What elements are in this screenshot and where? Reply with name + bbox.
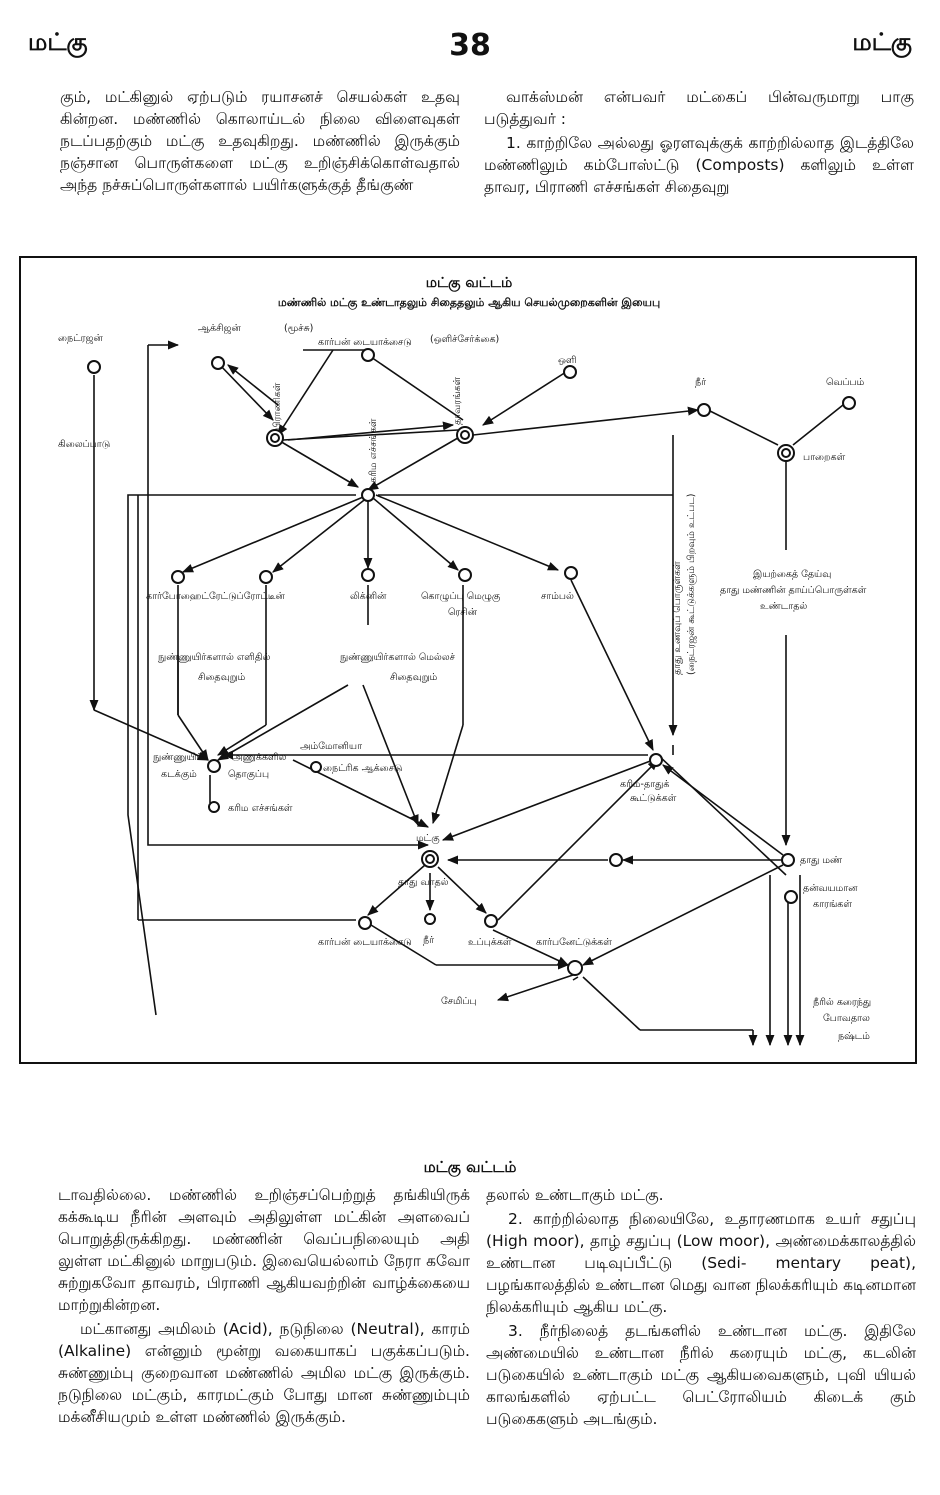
bottom-right-paragraph-2: 2. காற்றில்லாத நிலையிலே, உதாரணமாக உயர் ச… xyxy=(486,1210,916,1316)
label-mineral-decay: தாது வாதல் xyxy=(398,877,449,888)
label-photosynthesis: (ஒளிச்சேர்க்கை) xyxy=(430,334,499,345)
bottom-left-paragraph-2: மட்கானது அமிலம் (Acid), நடுநிலை (Neutral… xyxy=(58,1320,470,1426)
top-right-paragraph-1: வாக்ஸ்மன் என்பவர் மட்கைப் பின்வருமாறு பா… xyxy=(484,88,914,128)
label-humus: மட்கு xyxy=(416,833,440,845)
label-mineral-soil: தாது மண் xyxy=(800,855,843,866)
header-left-title: மட்கு xyxy=(28,28,88,56)
label-rocks: பாறைகள் xyxy=(803,452,846,463)
node-organic-remains-2 xyxy=(208,801,220,813)
node-animals-inner xyxy=(270,433,280,443)
label-storage: சேமிப்பு xyxy=(441,996,477,1007)
label-organic-remains: கரிம எச்சங்கள் xyxy=(368,418,379,483)
label-ash: சாம்பல் xyxy=(541,591,574,602)
diagram-frame xyxy=(19,256,917,1064)
node-heat xyxy=(842,396,856,410)
bottom-left-paragraph-1: டாவதில்லை. மண்ணில் உறிஞ்சப்பெற்றுத் தங்க… xyxy=(58,1186,470,1314)
diagram-caption: மட்கு வட்டம் xyxy=(423,1158,517,1176)
top-left-column: கும், மட்கினுல் ஏற்படும் ரயாசனச் செயல்கள… xyxy=(60,86,460,198)
label-animals: பிராணிகள் xyxy=(272,382,283,430)
label-co2-bottom: கார்பன் டையாக்சைடு xyxy=(318,937,412,948)
label-formation: உண்டாதல் xyxy=(760,601,807,612)
bottom-right-paragraph-1: தலால் உண்டாகும் மட்கு. xyxy=(486,1186,664,1204)
node-ash xyxy=(564,566,578,580)
node-salts xyxy=(484,914,498,928)
node-protein xyxy=(259,570,273,584)
label-co2-top: கார்பன் டையாக்சைடு xyxy=(318,337,412,348)
label-water-bottom: நீர் xyxy=(423,935,435,946)
label-natural-wear: இயற்கைத் தேய்வு xyxy=(753,569,831,580)
label-microbe-4: தொகுப்பு xyxy=(228,769,269,781)
page-number: 38 xyxy=(449,28,491,63)
label-decay-2: சிதைவுறும் xyxy=(390,672,438,683)
top-right-column: வாக்ஸ்மன் என்பவர் மட்கைப் பின்வருமாறு பா… xyxy=(484,86,914,200)
label-vertical-mineral: தாது உணவுப் பொருள்கள் xyxy=(672,561,683,675)
node-carbohydrates xyxy=(171,570,185,584)
node-oxygen xyxy=(211,356,225,370)
node-co2-bottom xyxy=(358,916,372,930)
node-organic-remains xyxy=(361,488,375,502)
label-loss-1: நீரில் கரைந்து xyxy=(813,997,871,1008)
label-microbes-1: நுண்ணுயிர்களால் எளிதில் xyxy=(158,652,271,663)
bottom-right-paragraph-3: 3. நீர்நிலைத் தடங்களில் உண்டான மட்கு. இத… xyxy=(486,1322,916,1428)
label-mineral-parent: தாது மண்ணின் தாய்ப்பொருள்கள் xyxy=(720,585,867,596)
label-loss-3: நஷ்டம் xyxy=(838,1031,870,1042)
label-carbonates: கார்பனேட்டுக்கள் xyxy=(536,937,612,948)
node-water-top xyxy=(697,403,711,417)
label-carbohydrates: கார்போஹைட்ரேட்டுப்ரோட்டீன் xyxy=(146,591,285,602)
label-plants: தாவரங்கள் xyxy=(452,376,463,425)
node-plants-inner xyxy=(460,430,470,440)
bottom-right-column: தலால் உண்டாகும் மட்கு. 2. காற்றில்லாத நி… xyxy=(486,1184,916,1432)
diagram-title: மட்கு வட்டம் xyxy=(426,275,513,292)
label-water-top: நீர் xyxy=(695,377,707,388)
node-lignin xyxy=(361,568,375,582)
label-decay-1: சிதைவுறும் xyxy=(198,672,246,683)
node-carbonates xyxy=(567,960,583,976)
node-nitrogen xyxy=(87,360,101,374)
label-microbe-1: நுண்ணுயிர் xyxy=(153,752,202,763)
label-own-2: காரங்கள் xyxy=(813,899,852,910)
label-heat: வெப்பம் xyxy=(826,377,865,388)
diagram-arrows xyxy=(89,340,844,1047)
label-salts: உப்புக்கள் xyxy=(468,937,512,948)
diagram-nodes xyxy=(87,348,856,976)
label-oxygen: ஆக்சிஜன் xyxy=(198,323,241,334)
diagram-subtitle: மண்ணில் மட்கு உண்டாதலும் சிதைதலும் ஆகிய … xyxy=(278,296,660,311)
node-microbe-synthesis xyxy=(207,759,221,773)
node-own-bases xyxy=(784,890,798,904)
label-microbe-2: அணுக்களில xyxy=(232,752,287,763)
label-organic-mineral-1: கரிம-தாதுக் xyxy=(620,779,669,790)
label-loss-2: போவதால xyxy=(823,1013,870,1024)
node-humus-inner xyxy=(425,854,435,864)
label-organic-mineral-2: கூட்டுக்கள் xyxy=(630,793,677,804)
label-lignin: லிக்னின் xyxy=(350,591,387,602)
bottom-left-column: டாவதில்லை. மண்ணில் உறிஞ்சப்பெற்றுத் தங்க… xyxy=(58,1184,470,1430)
node-rocks-inner xyxy=(781,448,791,458)
label-microbe-3: கடக்கும் xyxy=(161,769,197,781)
label-vertical-mineral-sub: (நைட்ரஜன் கூட்டுக்களும் பிறவும் உட்பட) xyxy=(686,494,697,675)
label-ammonia: அம்மோனியா xyxy=(300,741,363,752)
node-light xyxy=(563,365,577,379)
diagram-labels: நைட்ரஜன் ஆக்சிஜன் (மூச்சு) கார்பன் டையாக… xyxy=(58,323,871,1042)
node-water-bottom xyxy=(424,913,436,925)
label-fixation: கிலைப்பாடு xyxy=(58,439,111,450)
label-breath: (மூச்சு) xyxy=(284,323,313,334)
node-organic-mineral xyxy=(649,753,663,767)
humus-cycle-diagram: மட்கு வட்டம் மண்ணில் மட்கு உண்டாதலும் சி… xyxy=(19,256,917,1064)
label-light: ஒளி xyxy=(558,355,577,366)
node-co2-top xyxy=(361,348,375,362)
label-organic-remains-2: கரிம எச்சங்கள் xyxy=(228,803,293,814)
label-nitrogen: நைட்ரஜன் xyxy=(58,333,103,344)
label-microbes-2: நுண்ணுயிர்களால் மெல்லச் xyxy=(340,652,456,663)
node-ammonia xyxy=(310,761,322,773)
header-right-title: மட்கு xyxy=(852,28,912,56)
node-mineral-soil xyxy=(781,853,795,867)
node-small-right xyxy=(609,853,623,867)
label-fats: கொழுப்பு மெழுகு xyxy=(421,591,501,603)
node-fats xyxy=(458,568,472,582)
top-right-paragraph-2: 1. காற்றிலே அல்லது ஓரளவுக்குக் காற்றில்ல… xyxy=(484,134,914,196)
label-own-1: தன்வயமான xyxy=(803,883,858,894)
top-left-paragraph: கும், மட்கினுல் ஏற்படும் ரயாசனச் செயல்கள… xyxy=(60,88,460,194)
label-resin: ரெசின் xyxy=(448,607,478,618)
label-nitrate: நைட்ரிக ஆக்சைடு xyxy=(323,763,403,774)
